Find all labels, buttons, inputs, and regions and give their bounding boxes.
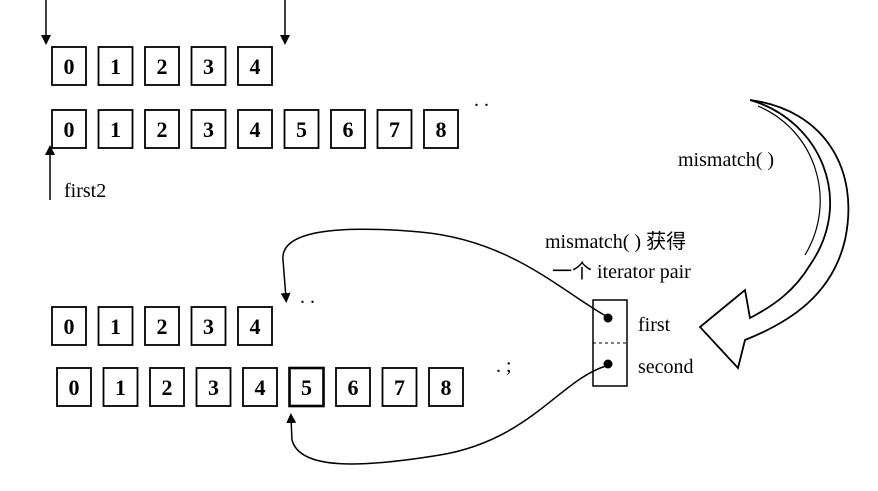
top-second-cell-value: 1 bbox=[110, 117, 121, 142]
top-second-cell bbox=[376, 109, 413, 149]
pair-second-pointer bbox=[286, 365, 607, 465]
bottom-first-cell-value: 1 bbox=[110, 314, 121, 339]
bottom-first-cell bbox=[237, 306, 273, 346]
bottom-second-cell-value: 4 bbox=[255, 375, 266, 400]
bottom-second-cell bbox=[102, 367, 139, 407]
bottom-second-cell-value: 0 bbox=[69, 375, 80, 400]
top-second-cell-value: 0 bbox=[64, 117, 75, 142]
ellipsis-bottom-second: . ; bbox=[496, 355, 512, 377]
top-first-cell-value: 1 bbox=[110, 54, 121, 79]
top-second-cell-value: 2 bbox=[157, 117, 168, 142]
bottom-first-cell-value: 2 bbox=[157, 314, 168, 339]
bottom-second-cell bbox=[335, 367, 371, 407]
top-second-cell-value: 4 bbox=[250, 117, 261, 142]
bottom-first-cell bbox=[144, 306, 180, 346]
result-text-line2: 一个 iterator pair bbox=[552, 260, 691, 283]
top-second-cell bbox=[51, 109, 87, 149]
bottom-first-cell bbox=[97, 306, 134, 346]
pair-first-pointer bbox=[280, 228, 607, 317]
bottom-second-cell bbox=[149, 367, 185, 407]
top-second-cell-value: 3 bbox=[203, 117, 214, 142]
top-first-array: 0 1 2 3 4 bbox=[51, 46, 273, 86]
bottom-second-cell-value: 1 bbox=[115, 375, 126, 400]
top-second-cell bbox=[237, 109, 273, 149]
top-first-cell-value: 3 bbox=[203, 54, 214, 79]
top-second-cell-value: 5 bbox=[296, 117, 307, 142]
top-second-cell bbox=[190, 109, 227, 149]
bottom-second-cell-value: 6 bbox=[348, 375, 359, 400]
ellipsis-bottom-first: . . bbox=[300, 286, 315, 308]
top-second-cell-value: 8 bbox=[436, 117, 447, 142]
pair-second-label: second bbox=[638, 356, 694, 378]
bottom-second-cell bbox=[56, 367, 92, 407]
pair-first-label: first bbox=[638, 314, 671, 336]
iterator-pair-box bbox=[592, 299, 628, 387]
mismatch-big-arrow bbox=[698, 99, 850, 370]
top-second-cell bbox=[330, 109, 366, 149]
bottom-second-cell bbox=[428, 367, 464, 407]
bottom-second-cell bbox=[381, 367, 418, 407]
top-first-cell bbox=[97, 46, 134, 86]
top-first-cell-value: 0 bbox=[64, 54, 75, 79]
top-second-cell bbox=[97, 109, 134, 149]
bottom-first-array: 0 1 2 3 4 bbox=[51, 306, 273, 346]
bottom-second-cell bbox=[288, 366, 325, 408]
mismatch-call-label: mismatch( ) bbox=[678, 149, 774, 171]
bottom-second-cell-value: 8 bbox=[441, 375, 452, 400]
bottom-second-cell bbox=[242, 367, 278, 407]
first2-label: first2 bbox=[64, 180, 106, 202]
bottom-first-cell-value: 4 bbox=[250, 314, 261, 339]
top-second-cell-value: 6 bbox=[343, 117, 354, 142]
top-first-cell bbox=[237, 46, 273, 86]
bottom-first-cell bbox=[190, 306, 227, 346]
top-second-array: 0 1 2 3 4 5 6 7 8 bbox=[51, 109, 459, 149]
top-second-cell bbox=[283, 109, 320, 149]
top-first-cell bbox=[51, 46, 87, 86]
top-first-cell bbox=[190, 46, 227, 86]
result-text-line1: mismatch( ) 获得 bbox=[545, 230, 686, 253]
bottom-second-cell-value: 2 bbox=[162, 375, 173, 400]
bottom-first-cell-value: 3 bbox=[203, 314, 214, 339]
top-first-cell-value: 2 bbox=[157, 54, 168, 79]
top-second-cell bbox=[144, 109, 180, 149]
ellipsis-top-second: . . bbox=[474, 89, 489, 111]
top-first-cell bbox=[144, 46, 180, 86]
bottom-second-cell-value: 5 bbox=[301, 375, 312, 400]
bottom-second-array: 0 1 2 3 4 5 6 7 8 bbox=[56, 366, 464, 408]
bottom-second-cell-value: 3 bbox=[208, 375, 219, 400]
bottom-first-cell bbox=[51, 306, 87, 346]
bottom-second-cell bbox=[195, 367, 232, 407]
top-second-cell-value: 7 bbox=[389, 117, 400, 142]
bottom-second-cell-value: 7 bbox=[394, 375, 405, 400]
bottom-first-cell-value: 0 bbox=[64, 314, 75, 339]
top-second-cell bbox=[423, 109, 459, 149]
mismatch-big-arrow-inner bbox=[757, 105, 821, 256]
top-first-cell-value: 4 bbox=[250, 54, 261, 79]
